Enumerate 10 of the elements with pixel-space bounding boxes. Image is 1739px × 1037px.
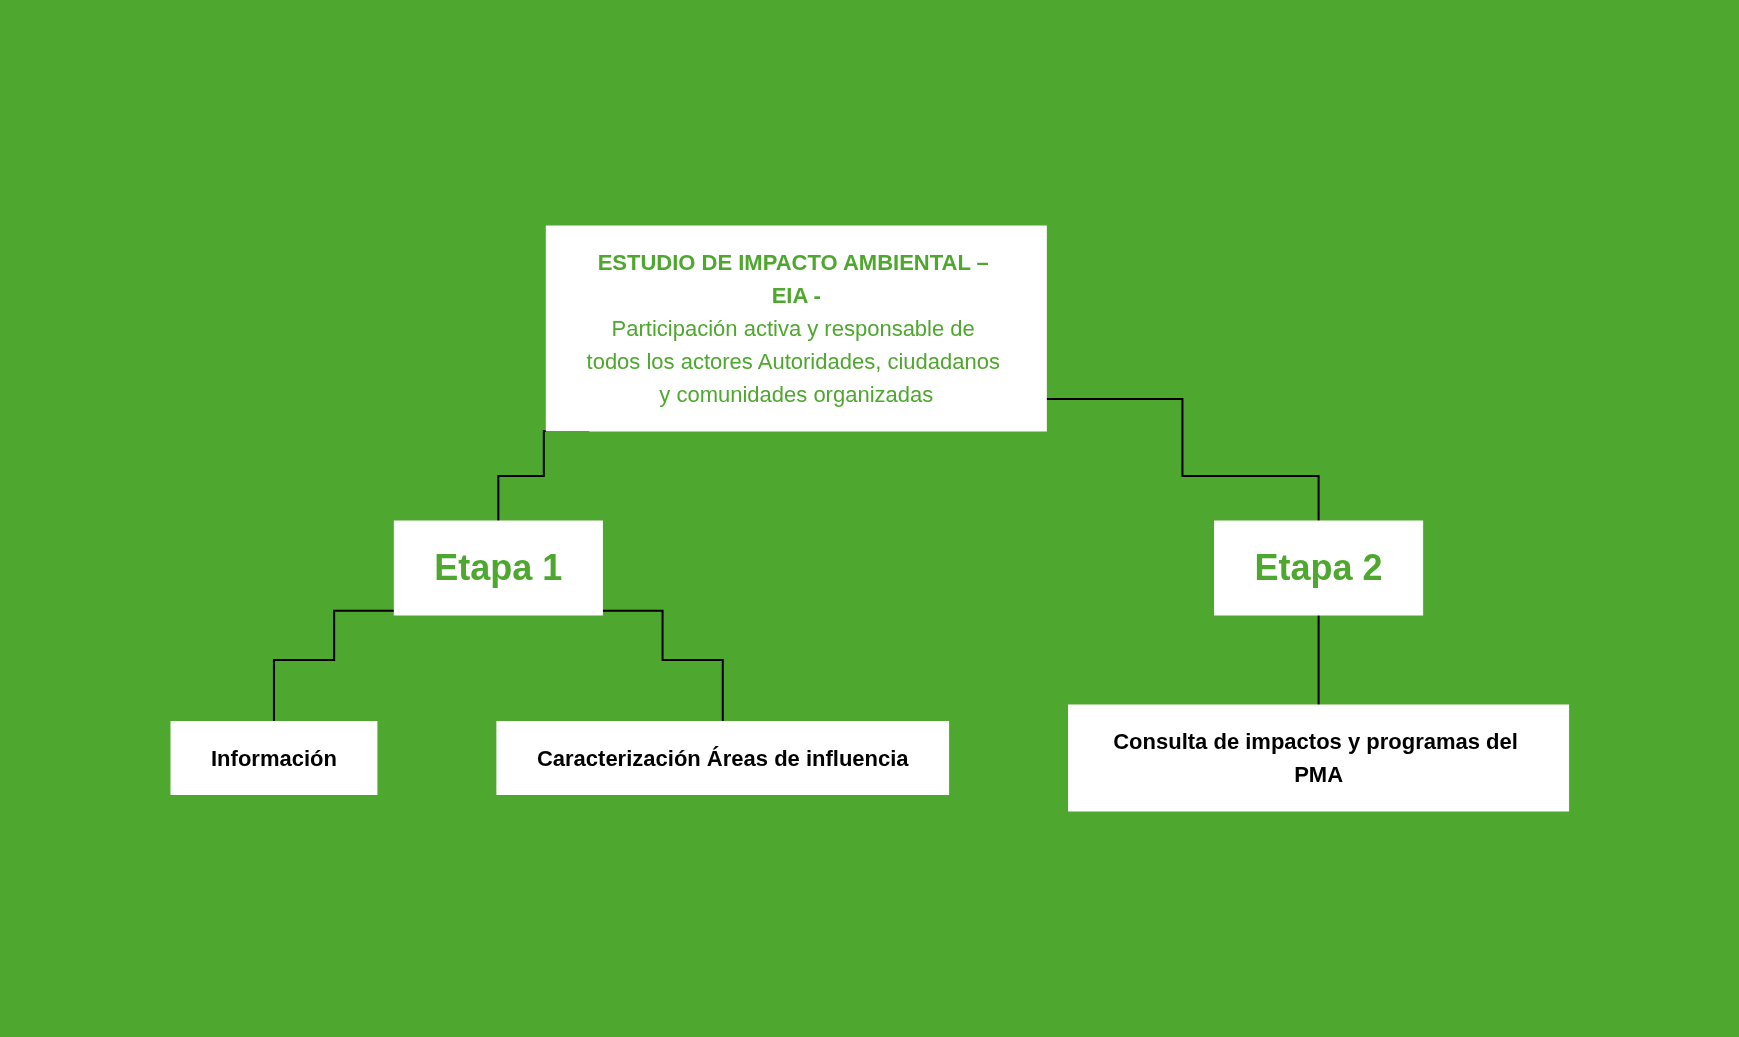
connector bbox=[272, 609, 395, 723]
connector bbox=[601, 609, 724, 723]
node-box: Etapa 2 bbox=[1213, 520, 1423, 616]
connector bbox=[1044, 398, 1320, 522]
node-box: Etapa 1 bbox=[393, 520, 603, 616]
node-box: ESTUDIO DE IMPACTO AMBIENTAL – EIA - Participación activa y responsable de todos los actores Autoridades, ciudadanos y comunidades organizadas bbox=[545, 225, 1047, 432]
connector bbox=[1317, 614, 1320, 706]
node-box: Caracterización Áreas de influencia bbox=[496, 721, 949, 795]
node-box: Consulta de impactos y programas del PMA bbox=[1067, 704, 1569, 812]
node-box: Información bbox=[170, 721, 378, 795]
